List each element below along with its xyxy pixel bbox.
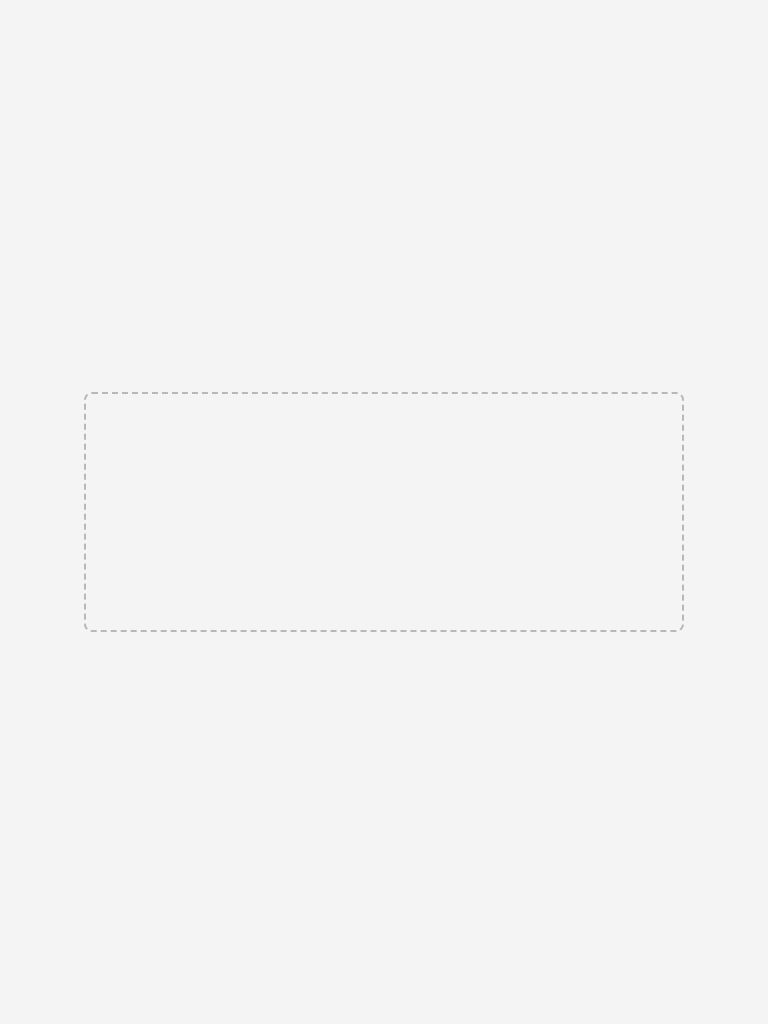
- placeholder-frame: [84, 392, 684, 632]
